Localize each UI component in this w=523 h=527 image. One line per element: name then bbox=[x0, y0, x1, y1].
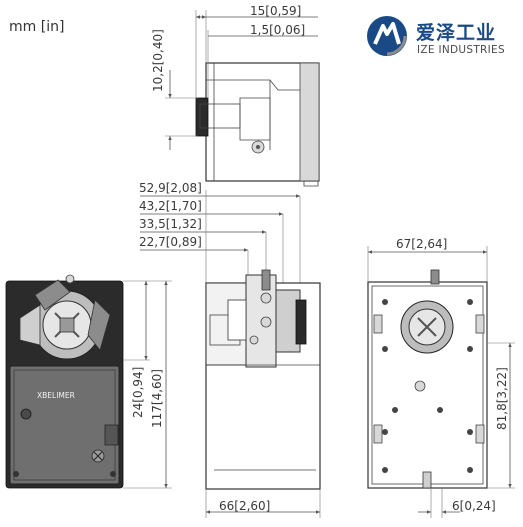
stacked-dimensions: 52,9[2,08] 43,2[1,70] 33,5[1,32] 22,7[0,… bbox=[139, 181, 301, 285]
dim-back-offset: 6[0,24] bbox=[452, 499, 496, 513]
dim-top-width: 15[0,59] bbox=[250, 4, 301, 18]
front-view-cover bbox=[9, 365, 120, 485]
top-view-shaft bbox=[195, 97, 209, 137]
logo-english-text: IZE INDUSTRIES bbox=[417, 44, 505, 56]
dim-top-height: 10,2[0,40] bbox=[151, 29, 165, 92]
company-logo: 爱泽工业 IZE INDUSTRIES bbox=[365, 14, 515, 64]
dim-d2: 43,2[1,70] bbox=[139, 199, 202, 213]
dim-back-height: 81,8[3,22] bbox=[495, 367, 509, 430]
dim-d1: 52,9[2,08] bbox=[139, 181, 202, 195]
dim-back-width: 67[2,64] bbox=[396, 237, 447, 251]
side-view: 66[2,60] bbox=[205, 269, 321, 518]
logo-mark-icon bbox=[367, 16, 407, 56]
top-view-end-cap bbox=[299, 62, 320, 182]
dim-front-inner: 24[0,94] bbox=[131, 367, 145, 418]
front-view: XBELIMER 117[4,60] 24[0,94] bbox=[5, 274, 172, 489]
dim-front-height: 117[4,60] bbox=[150, 369, 164, 428]
dim-d3: 33,5[1,32] bbox=[139, 217, 202, 231]
dim-d4: 22,7[0,89] bbox=[139, 235, 202, 249]
logo-chinese-text: 爱泽工业 bbox=[416, 22, 497, 44]
dim-top-offset: 1,5[0,06] bbox=[250, 23, 305, 37]
brand-label: XBELIMER bbox=[37, 391, 75, 400]
units-label: mm [in] bbox=[9, 19, 65, 35]
back-view: 67[2,64] 81,8[3,22] 6[0,24] bbox=[367, 237, 515, 518]
dim-side-depth: 66[2,60] bbox=[219, 499, 270, 513]
top-view: 15[0,59] 1,5[0,06] 10,2[0,40] bbox=[151, 4, 320, 187]
